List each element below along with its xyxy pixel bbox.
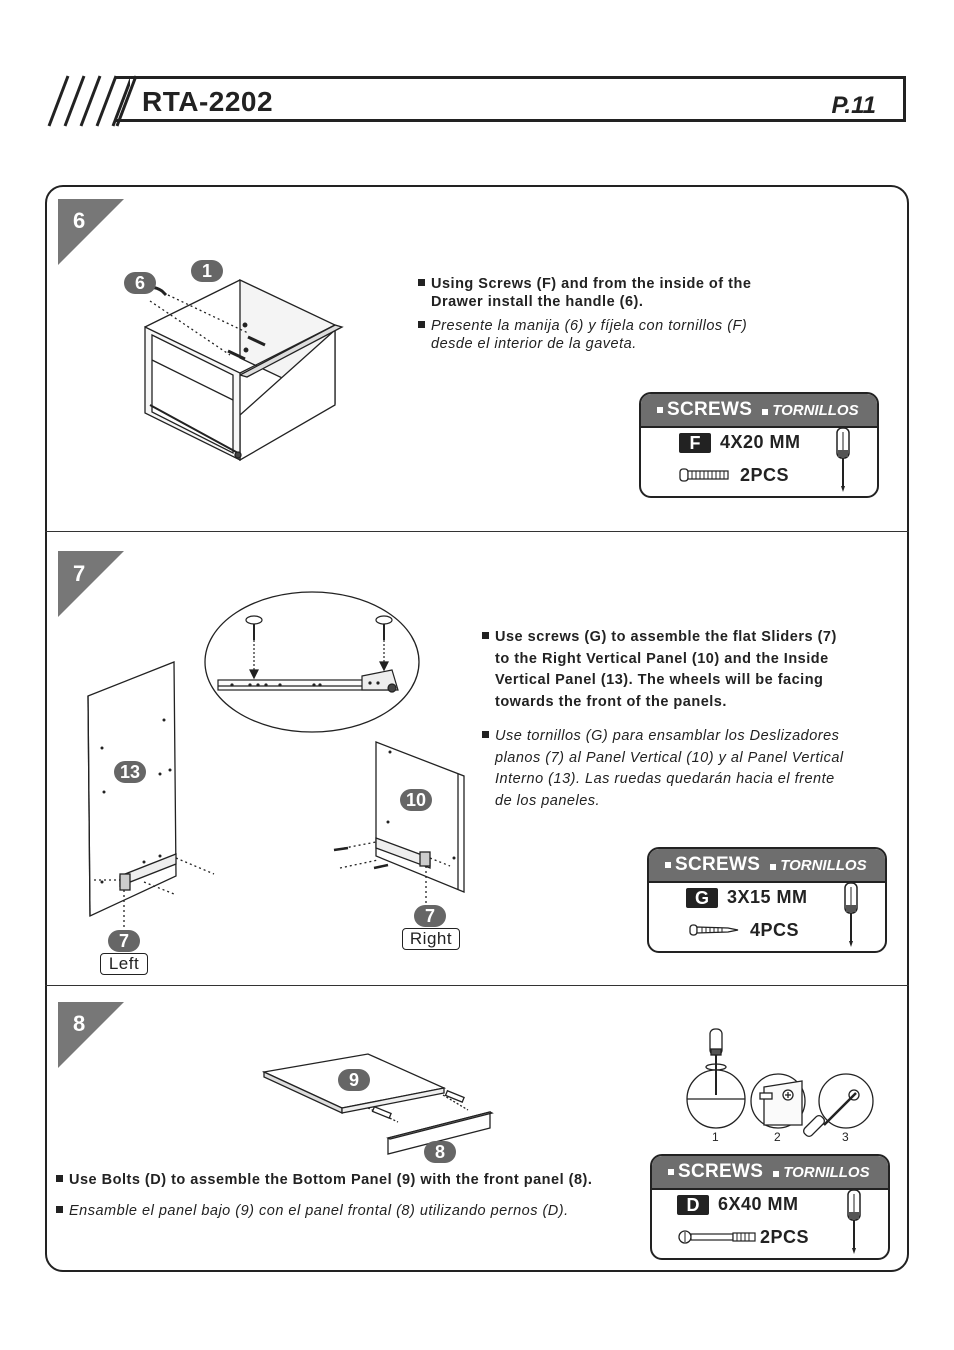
screwdriver-icon (847, 1189, 861, 1254)
right-panel-diagram (333, 741, 465, 910)
callout-panel-13: 13 (114, 761, 146, 783)
callout-slider-left: 7 (108, 930, 140, 952)
bullet-icon (762, 408, 769, 415)
bullet-icon (773, 1170, 780, 1177)
screw-box-header: SCREWS TORNILLOS (649, 849, 885, 883)
screw-box-header: SCREWS TORNILLOS (652, 1156, 888, 1190)
callout-drawer-front: 1 (191, 260, 223, 282)
bullet-icon (770, 863, 777, 870)
screw-box-d: SCREWS TORNILLOS (650, 1154, 890, 1260)
bolt-d-icon (678, 1230, 756, 1244)
screw-quantity: 2PCS (740, 465, 790, 485)
callout-panel-10: 10 (400, 789, 432, 811)
step-7-marker (58, 551, 124, 617)
bolt-detail-diagram (686, 1028, 874, 1138)
step-7-instruction-es: Use tornillos (G) para ensamblar los Des… (482, 726, 907, 812)
detail-number: 2 (774, 1130, 781, 1144)
right-label: Right (402, 928, 460, 950)
screw-size: 6X40 MM (718, 1194, 799, 1214)
screwdriver-icon (844, 882, 858, 947)
screwdriver-icon (836, 427, 850, 492)
step-8-instruction-es: Ensamble el panel bajo (9) con el panel … (56, 1203, 656, 1221)
step-6-number: 6 (73, 208, 86, 233)
bullet-icon (665, 862, 671, 868)
bullet-icon (657, 407, 663, 413)
screw-quantity: 2PCS (760, 1227, 810, 1247)
screw-size: 3X15 MM (727, 887, 808, 907)
step-6-instruction-en: Using Screws (F) and from the inside of … (418, 276, 838, 311)
instruction-frame (45, 185, 909, 1272)
screw-quantity: 4PCS (750, 920, 800, 940)
step-divider (45, 531, 909, 532)
bottom-panel-diagram (261, 1053, 494, 1155)
callout-bottom-panel: 9 (338, 1069, 370, 1091)
left-label: Left (100, 953, 148, 975)
screw-letter: G (686, 888, 718, 908)
bullet-icon (418, 278, 425, 286)
screw-g-icon (689, 924, 739, 936)
page-number: P.11 (831, 92, 877, 119)
model-number: RTA-2202 (142, 86, 274, 117)
drawer-handle-diagram (140, 278, 344, 462)
screw-letter: D (677, 1195, 709, 1215)
step-6-instruction-es: Presente la manija (6) y fíjela con torn… (418, 318, 838, 353)
header-stripes (47, 75, 130, 127)
screw-box-header: SCREWS TORNILLOS (641, 394, 877, 428)
bullet-icon (56, 1205, 63, 1213)
callout-front-panel: 8 (424, 1141, 456, 1163)
screw-box-f: SCREWS TORNILLOS (639, 392, 879, 498)
step-8-instruction-en: Use Bolts (D) to assemble the Bottom Pan… (56, 1172, 656, 1190)
step-8-marker (58, 1002, 124, 1068)
bullet-icon (56, 1174, 63, 1182)
bullet-icon (668, 1169, 674, 1175)
detail-number: 1 (712, 1130, 719, 1144)
bullet-icon (482, 631, 489, 639)
bullet-icon (418, 320, 425, 328)
screw-letter: F (679, 433, 711, 453)
bullet-icon (482, 730, 489, 738)
callout-handle: 6 (124, 272, 156, 294)
step-6-marker (58, 199, 124, 265)
header-bar (116, 76, 906, 122)
step-8-number: 8 (73, 1011, 86, 1036)
header-bar-slant (115, 75, 138, 127)
screw-f-icon (679, 468, 729, 482)
slider-detail-diagram (204, 591, 420, 733)
step-7-number: 7 (73, 561, 86, 586)
callout-slider-right: 7 (414, 905, 446, 927)
step-7-instruction-en: Use screws (G) to assemble the flat Slid… (482, 627, 902, 713)
step-divider (45, 985, 909, 986)
detail-number: 3 (842, 1130, 849, 1144)
left-panel-diagram (87, 661, 215, 934)
screw-size: 4X20 MM (720, 432, 801, 452)
